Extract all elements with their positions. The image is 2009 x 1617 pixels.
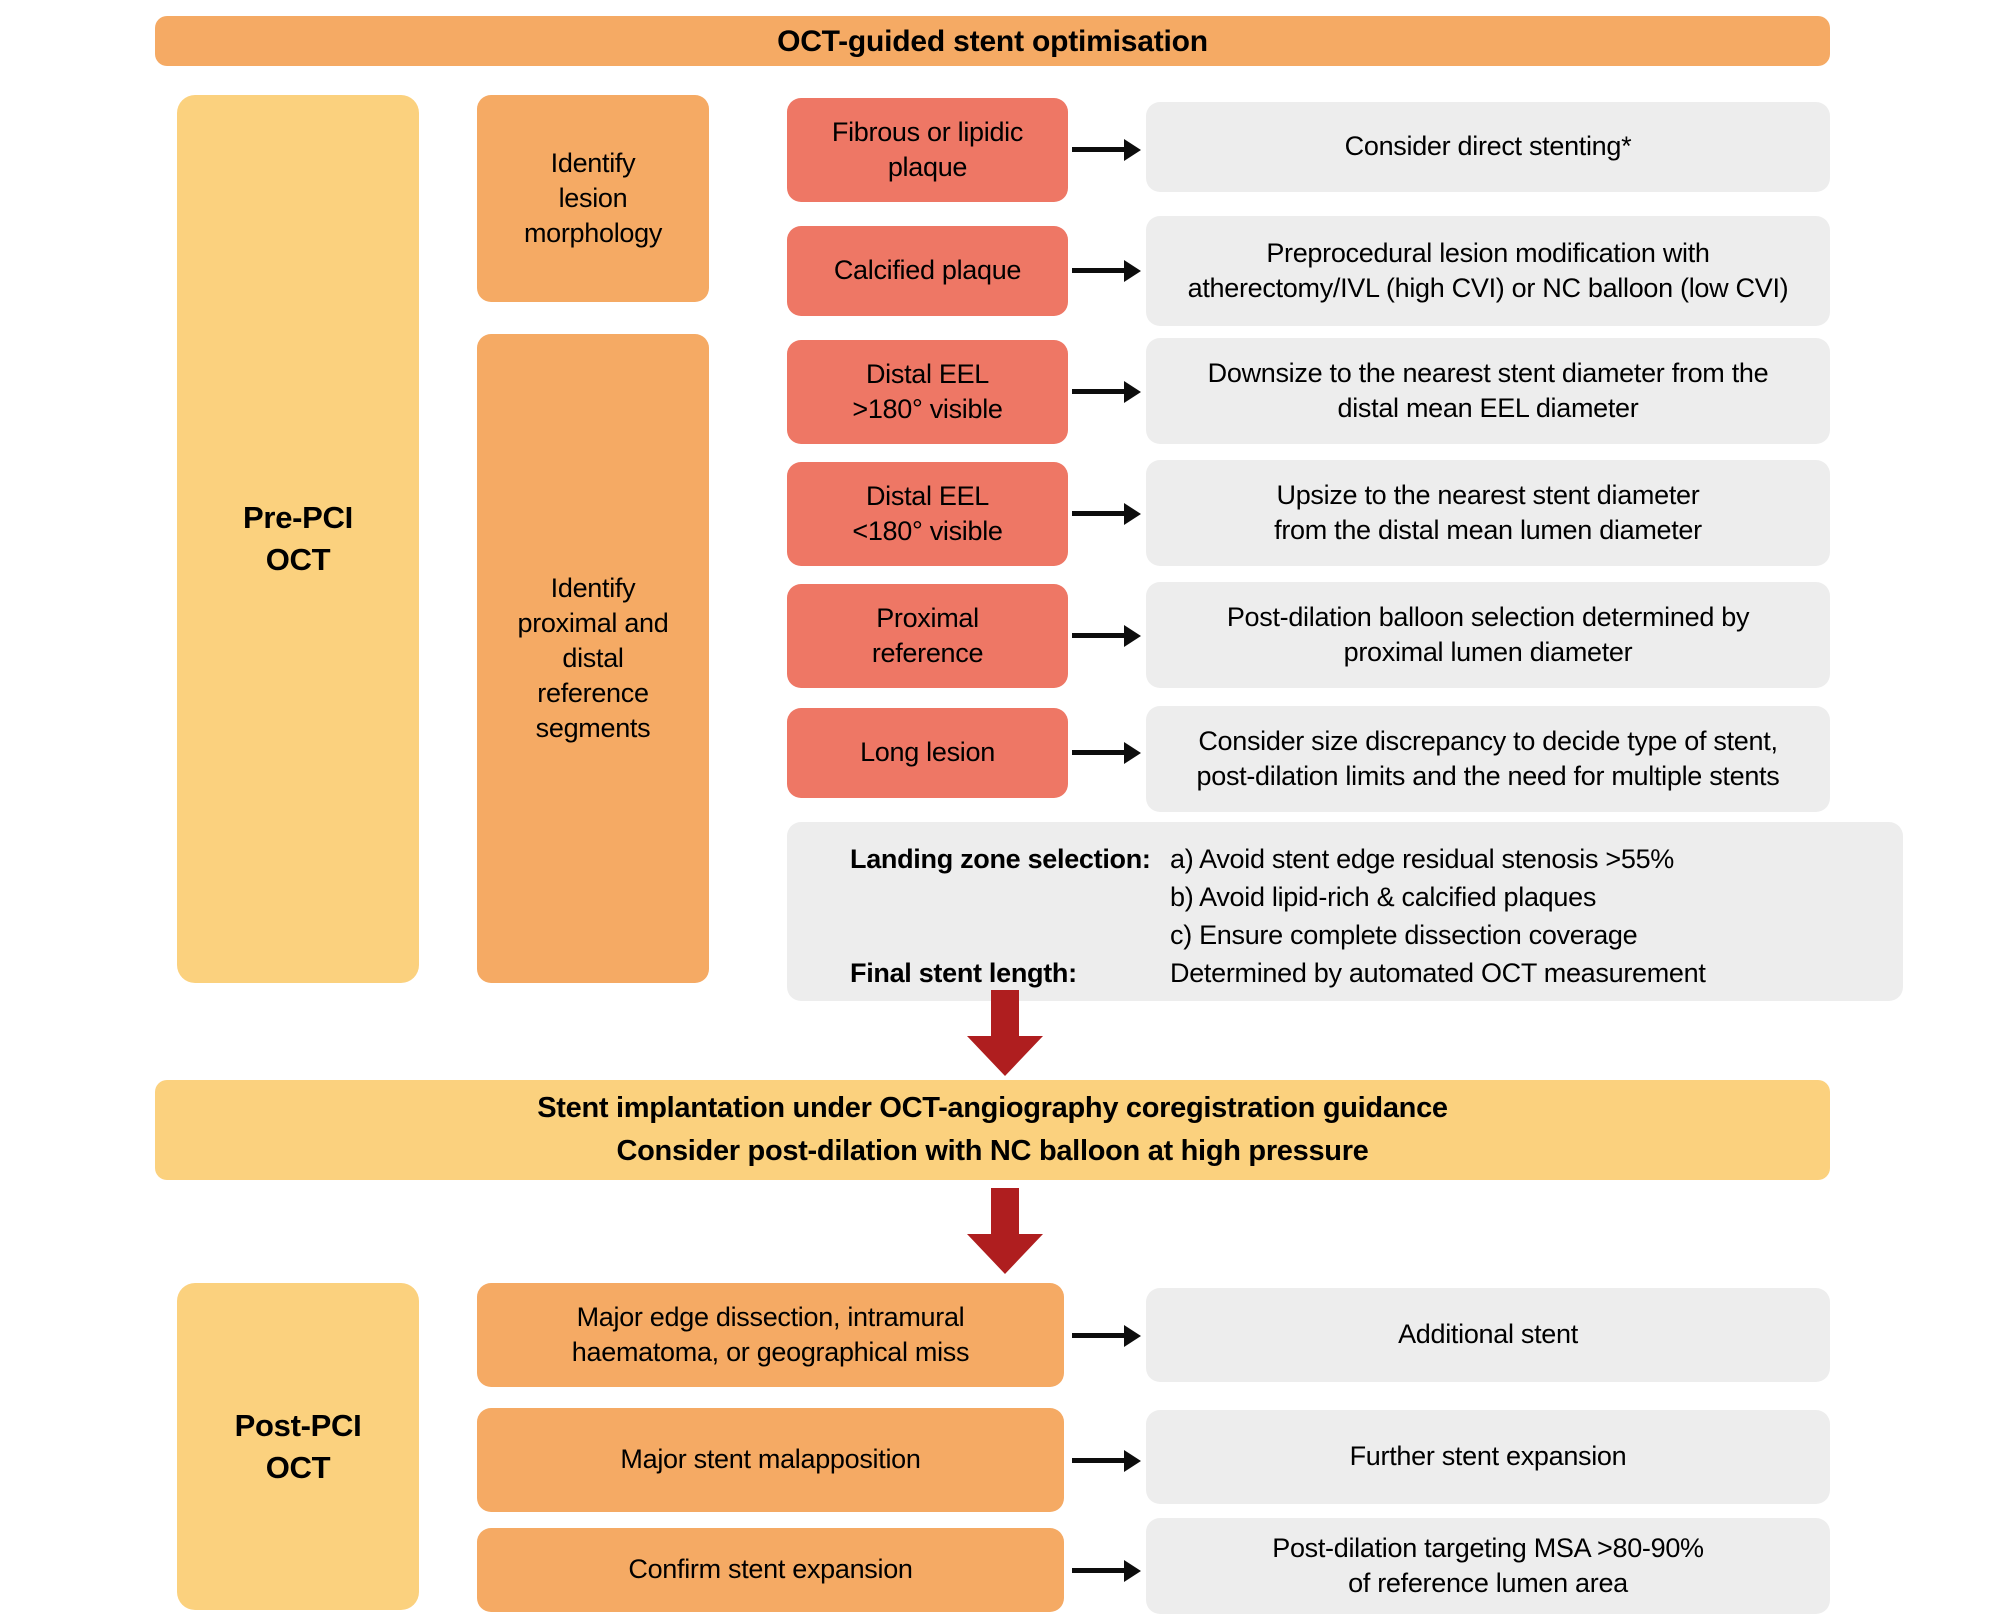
finding-calcified-plaque: Calcified plaque (787, 226, 1068, 316)
page-title: OCT-guided stent optimisation (155, 16, 1830, 66)
down-arrow-icon (967, 990, 1043, 1076)
action-consider-direct-stenting: Consider direct stenting* (1146, 102, 1830, 192)
landing-zone-item-b: b) Avoid lipid-rich & calcified plaques (1170, 882, 1597, 912)
connector-arrow (1072, 389, 1124, 394)
down-arrow-shape (967, 1188, 1043, 1274)
action-additional-stent: Additional stent (1146, 1288, 1830, 1382)
connector-arrow (1072, 1568, 1124, 1573)
identify-reference-segments-box: Identify proximal and distal reference s… (477, 334, 709, 983)
action-downsize-stent-diameter: Downsize to the nearest stent diameter f… (1146, 338, 1830, 444)
connector-arrow (1072, 511, 1124, 516)
finding-distal-eel-over-180: Distal EEL >180° visible (787, 340, 1068, 444)
finding-distal-eel-under-180: Distal EEL <180° visible (787, 462, 1068, 566)
connector-arrow (1072, 750, 1124, 755)
down-arrow-icon (967, 1188, 1043, 1274)
action-size-discrepancy: Consider size discrepancy to decide type… (1146, 706, 1830, 812)
final-stent-length-value: Determined by automated OCT measurement (1170, 958, 1706, 988)
stent-implantation-banner: Stent implantation under OCT-angiography… (155, 1080, 1830, 1180)
action-further-stent-expansion: Further stent expansion (1146, 1410, 1830, 1504)
action-preprocedural-lesion-modification: Preprocedural lesion modification with a… (1146, 216, 1830, 326)
action-post-dilation-balloon-selection: Post-dilation balloon selection determin… (1146, 582, 1830, 688)
down-arrow-shape (967, 990, 1043, 1076)
pre-pci-oct-box: Pre-PCI OCT (177, 95, 419, 983)
post-pci-oct-box: Post-PCI OCT (177, 1283, 419, 1610)
landing-zone-item-a: a) Avoid stent edge residual stenosis >5… (1170, 844, 1674, 874)
landing-zone-label: Landing zone selection: (850, 844, 1151, 874)
finding-major-edge-dissection: Major edge dissection, intramural haemat… (477, 1283, 1064, 1387)
finding-proximal-reference: Proximal reference (787, 584, 1068, 688)
connector-arrow (1072, 1458, 1124, 1463)
action-post-dilation-msa-target: Post-dilation targeting MSA >80-90% of r… (1146, 1518, 1830, 1614)
finding-fibrous-lipidic-plaque: Fibrous or lipidic plaque (787, 98, 1068, 202)
landing-zone-item-c: c) Ensure complete dissection coverage (1170, 920, 1638, 950)
finding-long-lesion: Long lesion (787, 708, 1068, 798)
action-upsize-stent-diameter: Upsize to the nearest stent diameter fro… (1146, 460, 1830, 566)
landing-zone-box: Landing zone selection: a) Avoid stent e… (787, 822, 1903, 1001)
finding-major-stent-malapposition: Major stent malapposition (477, 1408, 1064, 1512)
connector-arrow (1072, 147, 1124, 152)
identify-lesion-morphology-box: Identify lesion morphology (477, 95, 709, 302)
final-stent-length-label: Final stent length: (850, 958, 1077, 988)
connector-arrow (1072, 633, 1124, 638)
connector-arrow (1072, 1333, 1124, 1338)
connector-arrow (1072, 268, 1124, 273)
finding-confirm-stent-expansion: Confirm stent expansion (477, 1528, 1064, 1612)
